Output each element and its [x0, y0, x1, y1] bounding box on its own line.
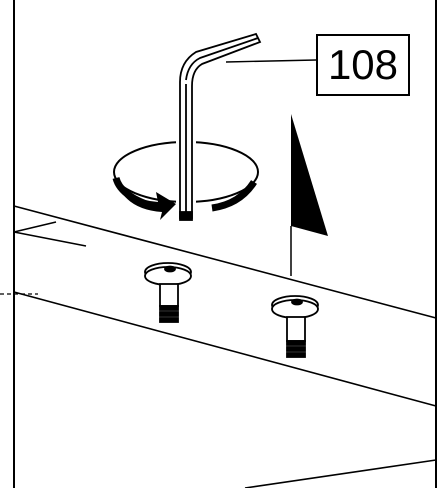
allen-key-icon — [179, 32, 262, 221]
frame — [13, 0, 437, 488]
part-number-callout: 108 — [316, 34, 410, 96]
bolt-icon — [144, 262, 192, 323]
callout-leader — [225, 59, 317, 63]
upward-arrow-icon — [290, 114, 328, 276]
board-panel — [13, 205, 437, 488]
bolt-icon — [271, 295, 319, 358]
